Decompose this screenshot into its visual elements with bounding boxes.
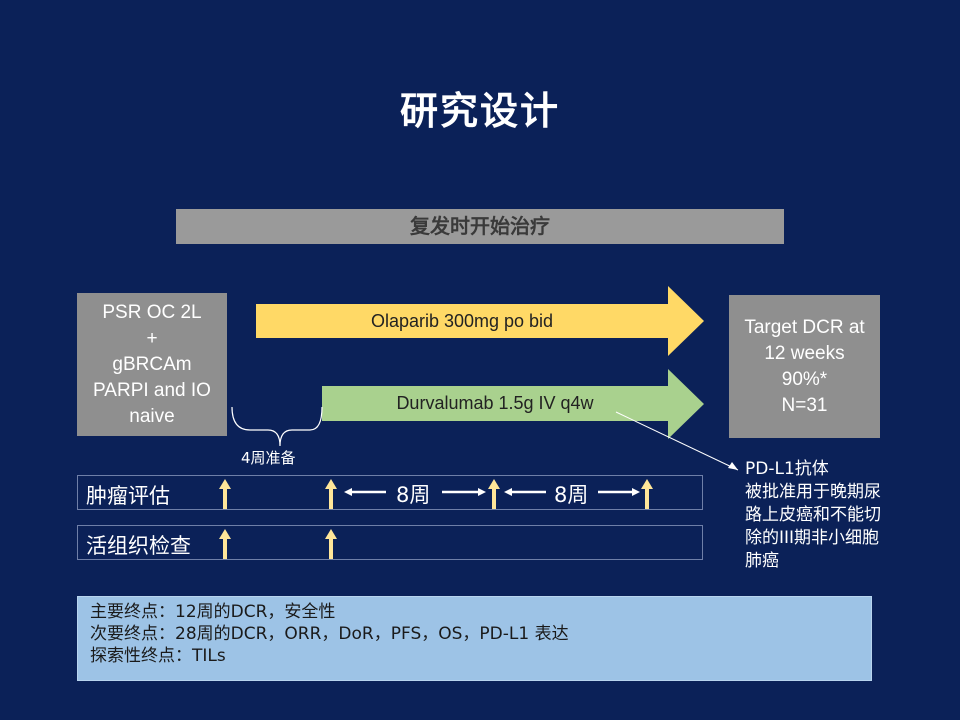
tumor-assessment-label: 肿瘤评估 <box>86 484 170 508</box>
callout-arrowhead <box>728 462 738 470</box>
up-arrow-icon <box>219 529 231 560</box>
tumor-markers <box>219 479 653 510</box>
population-line: PARPI and IO <box>93 379 211 401</box>
population-box: PSR OC 2L + gBRCAm PARPI and IO naive <box>77 293 227 436</box>
biopsy-row: 活组织检查 <box>77 525 703 560</box>
exploratory-endpoint: 探索性终点：TILs <box>90 646 226 666</box>
population-line: + <box>146 327 158 349</box>
prep-period-label: 4周准备 <box>241 449 296 467</box>
biopsy-markers <box>219 529 337 560</box>
up-arrow-icon <box>325 479 337 510</box>
secondary-endpoint: 次要终点：28周的DCR，ORR，DoR，PFS，OS，PD-L1 表达 <box>90 624 569 644</box>
annotation-line: 被批准用于晚期尿 <box>745 482 881 502</box>
target-box: Target DCR at 12 weeks 90%* N=31 <box>729 295 880 438</box>
durvalumab-label: Durvalumab 1.5g IV q4w <box>396 393 594 413</box>
primary-endpoint: 主要终点：12周的DCR，安全性 <box>90 602 336 622</box>
interval-label: 8周 <box>554 483 589 507</box>
up-arrow-icon <box>325 529 337 560</box>
interval-arrows <box>344 488 640 496</box>
up-arrow-icon <box>641 479 653 510</box>
population-line: naive <box>129 405 175 427</box>
target-line: 90%* <box>781 368 828 390</box>
callout-line <box>615 411 739 471</box>
prep-bracket <box>231 406 323 447</box>
treatment-start-banner: 复发时开始治疗 <box>176 209 784 244</box>
page-title: 研究设计 <box>399 89 560 133</box>
tumor-assessment-row: 肿瘤评估 <box>77 475 703 510</box>
target-line: N=31 <box>781 394 828 416</box>
annotation-line: PD-L1抗体 <box>745 459 829 479</box>
interval-label: 8周 <box>396 483 431 507</box>
olaparib-label: Olaparib 300mg po bid <box>370 311 554 331</box>
annotation-line: 除的III期非小细胞 <box>745 528 880 548</box>
durvalumab-arrow <box>322 369 704 439</box>
pd-l1-annotation: PD-L1抗体 被批准用于晚期尿 路上皮癌和不能切 除的III期非小细胞 肺癌 <box>745 458 881 573</box>
biopsy-label: 活组织检查 <box>86 534 191 558</box>
annotation-line: 路上皮癌和不能切 <box>745 505 881 525</box>
endpoints-box: 主要终点：12周的DCR，安全性 次要终点：28周的DCR，ORR，DoR，PF… <box>77 596 872 681</box>
target-line: Target DCR at <box>744 316 865 338</box>
olaparib-arrow <box>256 286 704 356</box>
population-line: PSR OC 2L <box>102 301 202 323</box>
target-line: 12 weeks <box>764 342 845 364</box>
population-line: gBRCAm <box>112 353 192 375</box>
up-arrow-icon <box>488 479 500 510</box>
up-arrow-icon <box>219 479 231 510</box>
annotation-line: 肺癌 <box>745 551 779 571</box>
